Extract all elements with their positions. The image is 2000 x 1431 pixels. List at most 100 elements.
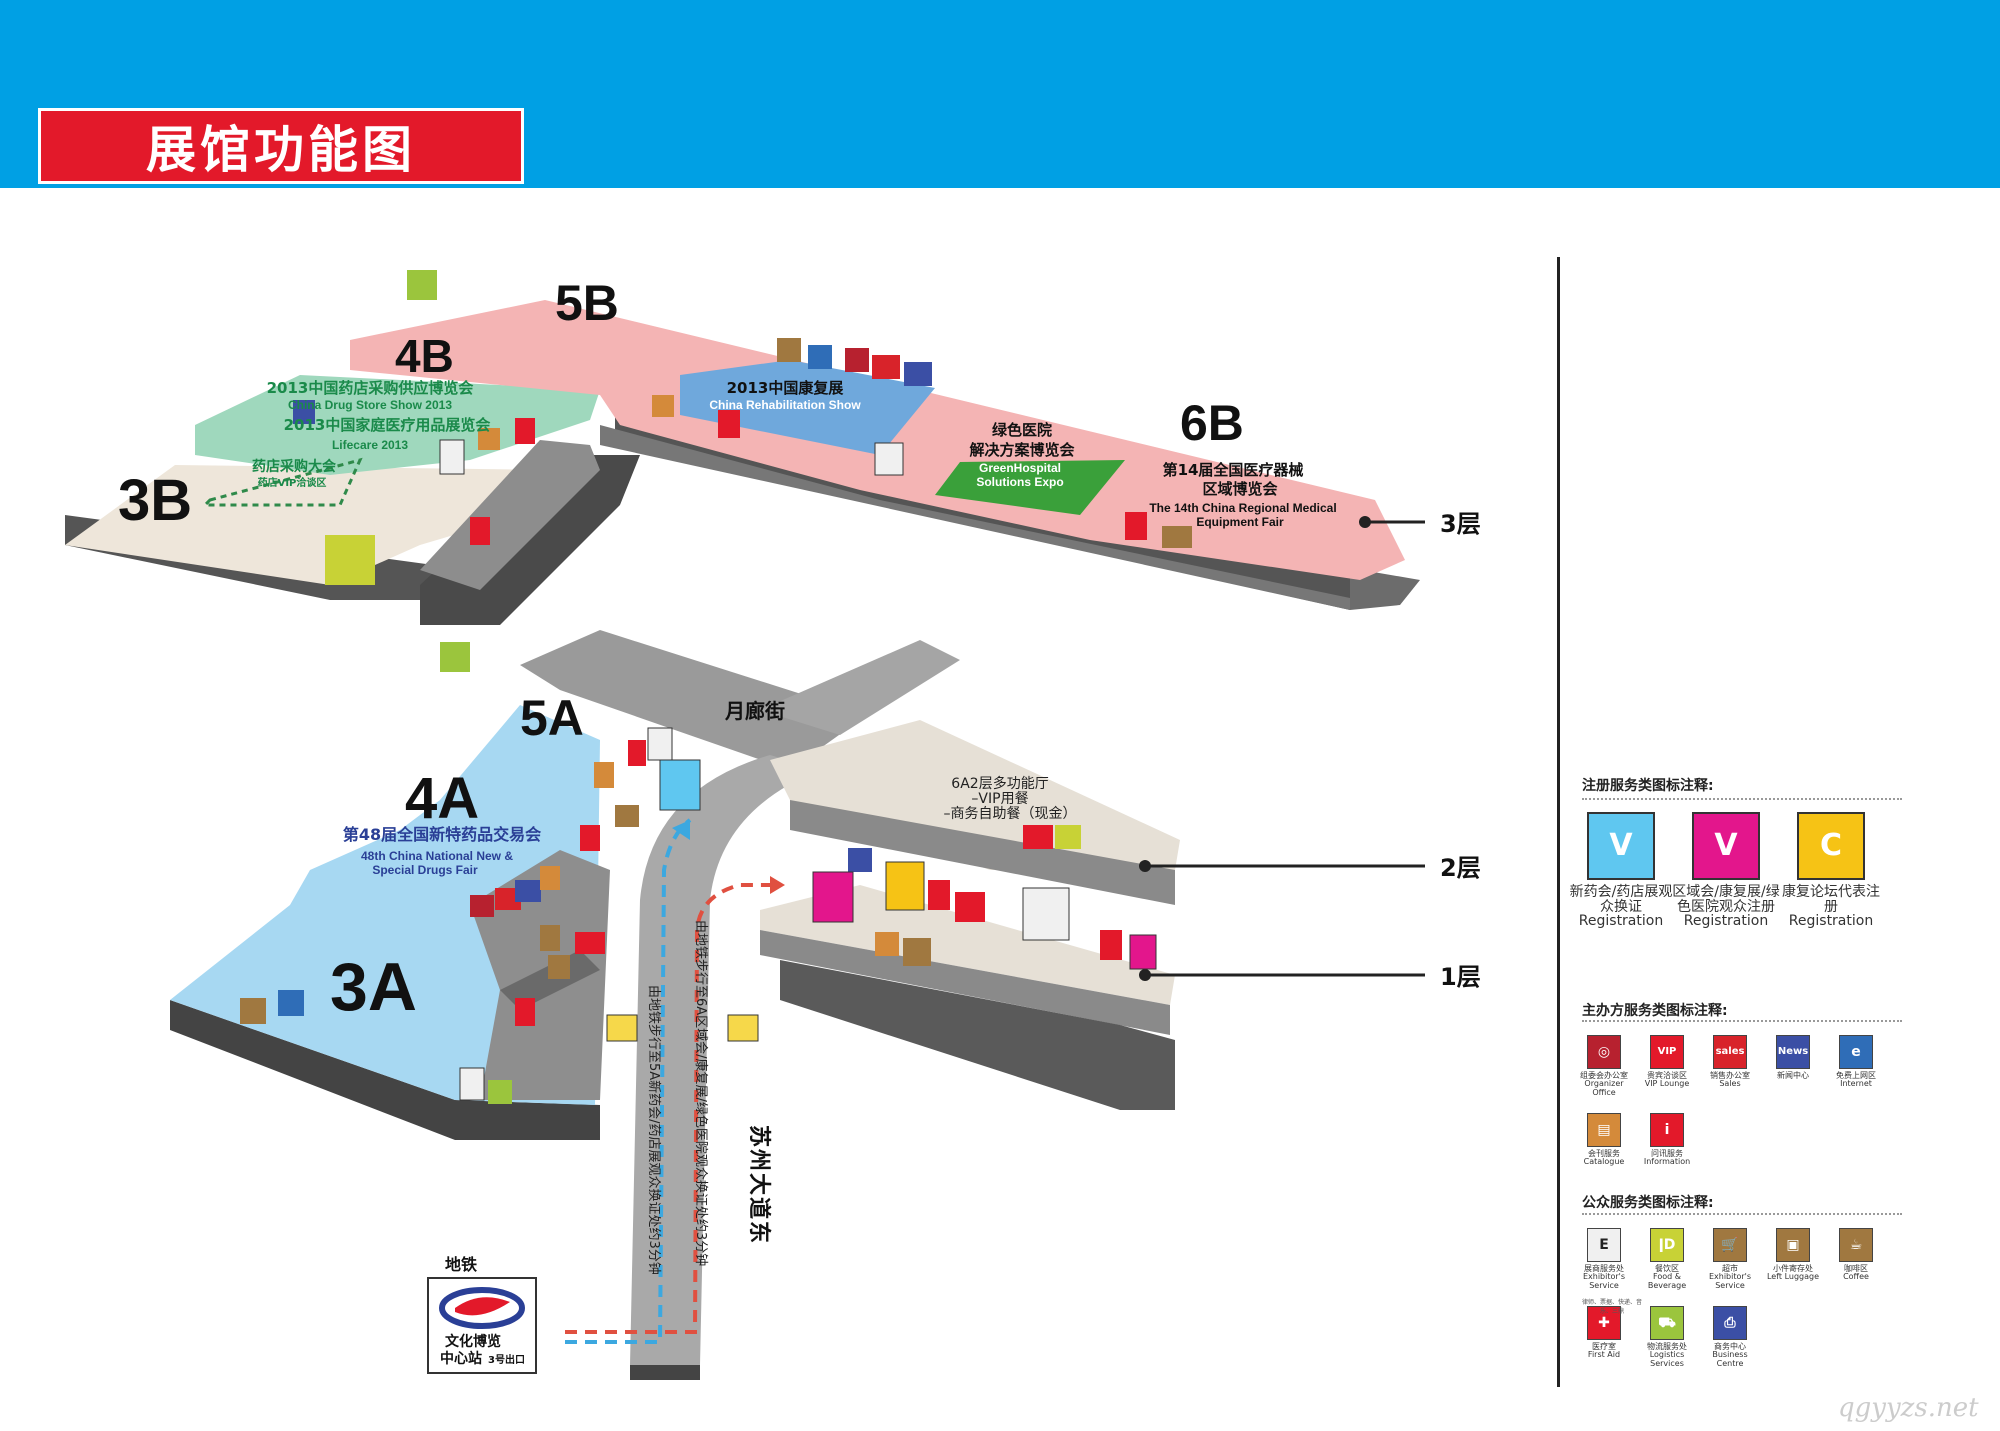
information-icon[interactable]	[928, 880, 950, 910]
pub-legend-label-en: First Aid	[1587, 1350, 1621, 1360]
information-icon[interactable]	[718, 410, 740, 438]
hall-label-5b: 5B	[555, 275, 619, 331]
green-hospital-en1: GreenHospital	[979, 461, 1061, 475]
reg-legend-label-en: Registration	[1578, 913, 1664, 930]
information-icon[interactable]	[628, 740, 646, 766]
first-aid-icon[interactable]	[955, 892, 985, 922]
supermarket-icon[interactable]	[615, 805, 639, 827]
organizer-office-icon[interactable]	[845, 348, 869, 372]
rehab-show-cn: 2013中国康复展	[727, 379, 844, 397]
pub-legend-label: 商务中心	[1714, 1342, 1746, 1351]
pub-legend-label: 咖啡区	[1844, 1264, 1868, 1273]
lower-floors	[170, 705, 610, 1140]
reg-legend-label: 康复论坛代表注册	[1782, 884, 1880, 915]
station-name-1: 文化博览	[445, 1333, 501, 1350]
information-icon[interactable]	[515, 418, 535, 444]
catalogue-icon[interactable]	[652, 395, 674, 417]
supermarket-icon[interactable]	[1162, 526, 1192, 548]
information-icon[interactable]	[515, 998, 535, 1026]
org-legend-icon: ▤	[1587, 1113, 1621, 1147]
logistics-icon[interactable]	[488, 1080, 512, 1104]
hall-3b-floor	[65, 465, 555, 585]
food-beverage-icon[interactable]	[325, 535, 375, 585]
hall-label-4a: 4A	[405, 766, 479, 831]
internet-icon[interactable]	[808, 345, 832, 369]
exhibitor-service-icon[interactable]	[1022, 887, 1070, 941]
org-legend-icon: ◎	[1587, 1035, 1621, 1069]
registration-regional-icon[interactable]	[812, 871, 854, 923]
org-legend-label-en: Sales	[1719, 1079, 1741, 1089]
food-beverage-icon[interactable]	[1055, 825, 1081, 849]
sales-icon[interactable]	[495, 888, 521, 910]
registration-regional-icon[interactable]	[1129, 934, 1157, 970]
metro-icon	[439, 1287, 525, 1329]
logistics-icon[interactable]	[407, 270, 437, 300]
hall-6a-vip-dining: –VIP用餐	[971, 791, 1028, 807]
business-centre-icon[interactable]	[848, 848, 872, 872]
legend-registration-title: 注册服务类图标注释:	[1582, 778, 1714, 794]
vip-lounge-icon[interactable]	[575, 932, 605, 954]
internet-icon[interactable]	[278, 990, 304, 1016]
information-icon[interactable]	[580, 825, 600, 851]
coffee-icon[interactable]	[240, 998, 266, 1024]
metro-label: 地铁	[445, 1255, 477, 1274]
roads	[520, 630, 960, 1380]
org-legend-label-en: Internet	[1840, 1079, 1872, 1089]
coffee-icon[interactable]	[777, 338, 801, 362]
left-luggage-icon[interactable]	[548, 955, 570, 979]
drugstore-show-cn: 2013中国药店采购供应博览会	[267, 379, 474, 397]
org-legend-label: 贵宾洽谈区	[1647, 1071, 1687, 1080]
pub-legend-label-en: Business Centre	[1712, 1350, 1748, 1368]
catalogue-icon[interactable]	[875, 932, 899, 956]
information-icon[interactable]	[1125, 512, 1147, 540]
legend-organizer-title: 主办方服务类图标注释:	[1582, 1003, 1728, 1019]
news-icon[interactable]	[515, 880, 541, 902]
floor-label-3f: 3层	[1440, 510, 1481, 538]
logistics-icon[interactable]	[440, 642, 470, 672]
org-legend-label: 免费上网区	[1836, 1071, 1876, 1080]
upper-corridor	[420, 440, 600, 590]
left-luggage-icon[interactable]	[903, 938, 931, 966]
coffee-icon[interactable]	[540, 925, 560, 951]
exhibitor-service-icon[interactable]	[647, 727, 673, 761]
catalogue-icon[interactable]	[594, 762, 614, 788]
pub-legend-label: 物流服务处	[1647, 1342, 1687, 1351]
hall-label-3b: 3B	[118, 468, 192, 533]
exhibitor-service-icon[interactable]	[874, 442, 904, 476]
catalogue-icon[interactable]	[478, 428, 500, 450]
registration-newdrug-icon[interactable]	[659, 759, 701, 811]
station-exit: 3号出口	[488, 1353, 525, 1366]
hall-label-5a: 5A	[520, 690, 584, 746]
exhibitor-service-icon[interactable]	[439, 439, 465, 475]
pub-legend-icon: E	[1587, 1228, 1621, 1262]
catalogue-icon[interactable]	[540, 866, 560, 890]
org-legend-label: 新闻中心	[1777, 1071, 1809, 1080]
org-legend-icon: VIP	[1650, 1035, 1684, 1069]
information-icon[interactable]	[1100, 930, 1122, 960]
registration-rehab-forum-icon[interactable]	[885, 861, 925, 911]
business-centre-icon[interactable]	[293, 400, 315, 424]
organizer-office-icon[interactable]	[470, 895, 494, 917]
vip-lounge-icon[interactable]	[1023, 825, 1053, 849]
legend-public-title: 公众服务类图标注释:	[1582, 1195, 1714, 1211]
information-icon[interactable]	[470, 517, 490, 545]
news-icon[interactable]	[904, 362, 932, 386]
sales-icon[interactable]	[872, 355, 900, 379]
exhibitor-service-icon[interactable]	[459, 1067, 485, 1101]
green-hospital-area	[935, 460, 1125, 515]
newdrug-fair-cn: 第48届全国新特药品交易会	[343, 825, 541, 844]
reg-legend-label-en: Registration	[1683, 913, 1769, 930]
green-hospital-cn1: 绿色医院	[992, 421, 1052, 439]
map-icons[interactable]	[240, 270, 1192, 1374]
pub-legend-label-en: Exhibitor's Service	[1708, 1272, 1752, 1290]
pub-legend-label-en: Coffee	[1843, 1272, 1869, 1282]
yuelang-street-east	[760, 640, 960, 735]
